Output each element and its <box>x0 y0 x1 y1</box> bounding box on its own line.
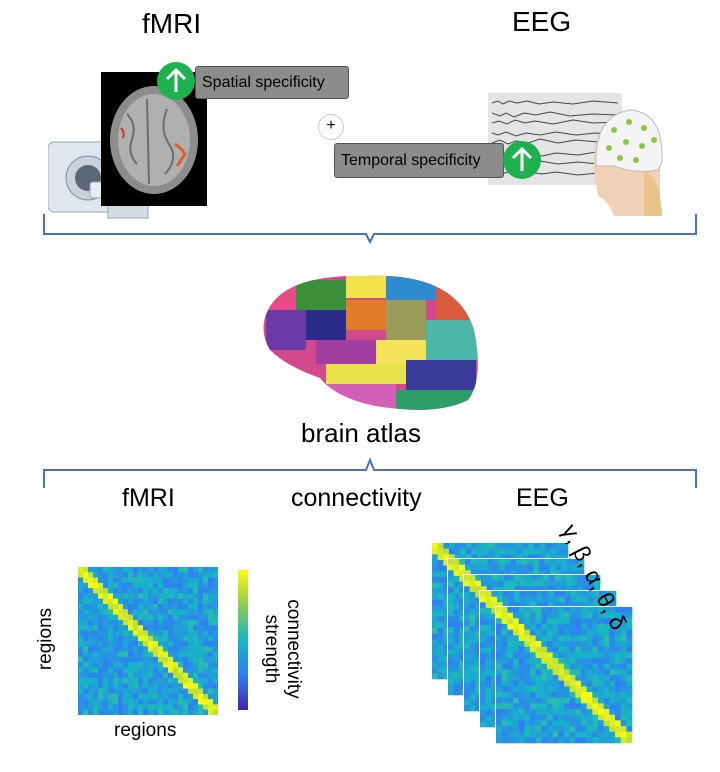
spatial-specificity-box: Spatial specificity <box>195 66 349 99</box>
connectivity-label: connectivity <box>291 484 422 512</box>
eeg-title: EEG <box>512 6 572 37</box>
temporal-specificity-box: Temporal specificity <box>334 143 504 178</box>
temporal-up-arrow-icon <box>503 141 541 179</box>
regions-x-label: regions <box>114 720 177 741</box>
top-bracket <box>43 214 697 245</box>
fmri-connectivity-label: fMRI <box>122 484 175 512</box>
colorbar-label-line2: strength <box>261 614 282 684</box>
spatial-up-arrow-icon <box>157 62 195 100</box>
eeg-cap-head-image <box>593 109 663 216</box>
eeg-connectivity-stack <box>432 543 648 757</box>
plus-sign: + <box>318 114 344 140</box>
colorbar-label: connectivity strength <box>261 571 312 711</box>
fmri-connectivity-matrix <box>78 567 218 715</box>
bottom-bracket <box>43 457 697 488</box>
brain-atlas-label: brain atlas <box>301 418 421 448</box>
colorbar <box>238 570 248 710</box>
eeg-connectivity-label: EEG <box>516 484 569 512</box>
brain-atlas-image <box>263 275 478 410</box>
regions-y-label: regions <box>35 607 56 671</box>
fmri-title: fMRI <box>142 8 202 39</box>
colorbar-label-line1: connectivity <box>283 599 304 699</box>
